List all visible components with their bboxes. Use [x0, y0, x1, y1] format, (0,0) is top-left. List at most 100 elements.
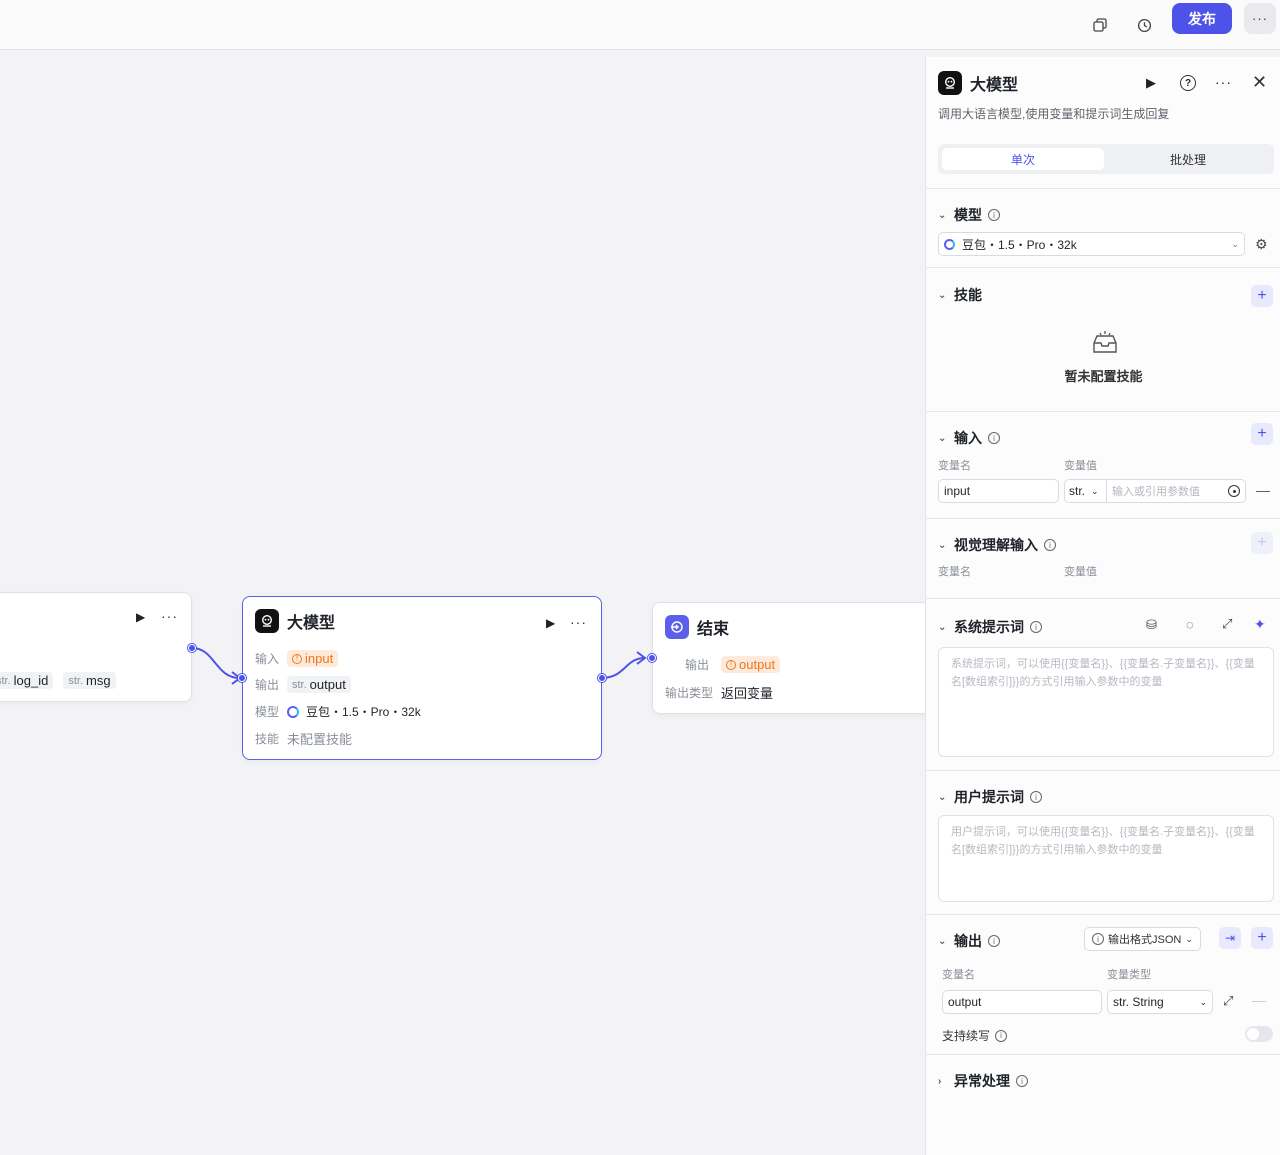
llm-node-title: 大模型	[287, 615, 336, 632]
more-button[interactable]: ···	[1244, 3, 1276, 34]
gear-icon[interactable]: ⚙	[1255, 236, 1268, 252]
add-input-button[interactable]: +	[1251, 423, 1273, 445]
doubao-logo-icon	[944, 238, 955, 250]
col-var-type: 变量类型	[1107, 969, 1151, 981]
output-type-value: 返回变量	[721, 686, 774, 701]
library-icon[interactable]: ⛁	[1146, 617, 1157, 632]
run-icon[interactable]: ▶	[1146, 75, 1156, 90]
llm-icon	[938, 71, 962, 95]
info-icon: i	[988, 432, 1000, 444]
output-tag: !output	[721, 656, 781, 673]
expand-icon[interactable]: ⤢	[1223, 993, 1234, 1008]
output-var-name-field[interactable]: output	[942, 990, 1102, 1014]
chevron-down-icon: ⌄	[938, 935, 947, 947]
node-more-icon[interactable]: ···	[570, 614, 587, 630]
run-node-icon[interactable]: ▶	[546, 616, 556, 630]
info-icon: i	[988, 935, 1000, 947]
chevron-down-icon: ⌄	[1231, 238, 1239, 249]
skills-empty-text: 暂未配置技能	[1064, 369, 1143, 384]
end-icon	[665, 615, 689, 639]
lightbulb-icon[interactable]: ◌	[1186, 617, 1194, 632]
model-select-value: 豆包・1.5・Pro・32k	[962, 237, 1077, 252]
user-prompt-input[interactable]: 用户提示词，可以使用{{变量名}}、{{变量名.子变量名}}、{{变量名[数组索…	[938, 815, 1274, 902]
input-port[interactable]	[238, 674, 246, 682]
var-tag: str.log_id	[0, 672, 54, 689]
copy-icon[interactable]	[1084, 9, 1116, 41]
remove-output-icon[interactable]: —	[1252, 992, 1266, 1008]
col-var-name: 变量名	[938, 566, 971, 578]
chevron-down-icon: ⌄	[938, 791, 947, 803]
end-node-output-row: 输出 !output	[665, 656, 781, 673]
info-icon: i	[1030, 621, 1042, 633]
start-node[interactable]: ▶ ··· str.log_id str.msg	[0, 592, 192, 702]
end-node[interactable]: 结束 输出 !output 输出类型 返回变量	[652, 602, 925, 714]
more-icon[interactable]: ···	[1215, 74, 1232, 90]
skills-section-title[interactable]: ⌄技能	[938, 287, 982, 303]
llm-node-model-row: 模型 豆包・1.5・Pro・32k	[255, 703, 421, 720]
remove-input-icon[interactable]: —	[1256, 482, 1270, 498]
import-icon[interactable]: ⇥	[1219, 927, 1241, 949]
tab-single[interactable]: 单次	[942, 148, 1104, 170]
type-select[interactable]: str.⌄	[1065, 480, 1107, 502]
skill-value: 未配置技能	[287, 732, 353, 747]
tab-batch[interactable]: 批处理	[1169, 152, 1206, 167]
help-icon[interactable]: ?	[1180, 75, 1196, 91]
skills-section: ⌄技能 + 暂未配置技能	[926, 267, 1280, 411]
add-vision-button[interactable]: +	[1251, 532, 1273, 554]
info-icon: i	[1016, 1075, 1028, 1087]
value-input[interactable]: 输入或引用参数值	[1112, 486, 1200, 498]
panel-title[interactable]: 大模型	[970, 77, 1019, 94]
output-type-select[interactable]: str. String⌄	[1107, 990, 1213, 1014]
llm-node-skill-row: 技能 未配置技能	[255, 729, 352, 748]
input-port[interactable]	[648, 654, 656, 662]
output-port[interactable]	[188, 644, 196, 652]
close-icon[interactable]: ✕	[1252, 72, 1268, 92]
output-port[interactable]	[598, 674, 606, 682]
node-more-icon[interactable]: ···	[161, 608, 178, 624]
continue-toggle[interactable]	[1245, 1026, 1273, 1042]
expand-icon[interactable]: ⤢	[1222, 616, 1233, 631]
reference-icon[interactable]	[1228, 485, 1240, 497]
system-prompt-input[interactable]: 系统提示词，可以使用{{变量名}}、{{变量名.子变量名}}、{{变量名[数组索…	[938, 647, 1274, 757]
llm-node-input-row: 输入 !input	[255, 650, 339, 667]
warning-icon: !	[726, 659, 736, 670]
llm-node[interactable]: 大模型 ▶ ··· 输入 !input 输出 str.output 模型 豆包・…	[242, 596, 602, 760]
add-output-button[interactable]: +	[1251, 927, 1273, 949]
skill-label: 技能	[255, 732, 280, 746]
llm-node-output-row: 输出 str.output	[255, 676, 351, 693]
history-icon[interactable]	[1128, 9, 1160, 41]
input-label: 输入	[255, 652, 280, 666]
run-node-icon[interactable]: ▶	[136, 610, 146, 624]
publish-button[interactable]: 发布	[1172, 3, 1232, 34]
input-var-value-field: str.⌄ 输入或引用参数值	[1064, 479, 1246, 503]
model-label: 模型	[255, 705, 280, 719]
ai-sparkle-icon[interactable]: ✦	[1254, 616, 1266, 632]
chevron-down-icon: ⌄	[938, 621, 947, 633]
model-select[interactable]: 豆包・1.5・Pro・32k ⌄	[938, 232, 1245, 256]
chevron-down-icon: ⌄	[1185, 933, 1193, 944]
info-icon: i	[1044, 539, 1056, 551]
top-bar: 发布 ···	[0, 0, 1280, 50]
model-value: 豆包・1.5・Pro・32k	[306, 705, 421, 719]
input-var-name-field[interactable]: input	[938, 479, 1059, 503]
node-config-panel: 大模型 ▶ ? ··· ✕ 调用大语言模型,使用变量和提示词生成回复 单次 批处…	[925, 57, 1280, 1155]
output-type-label: 输出类型	[665, 686, 714, 700]
add-skill-button[interactable]: +	[1251, 285, 1273, 307]
workflow-canvas[interactable]: ▶ ··· str.log_id str.msg 大模型 ▶ ··· 输入 !i…	[0, 50, 925, 1155]
